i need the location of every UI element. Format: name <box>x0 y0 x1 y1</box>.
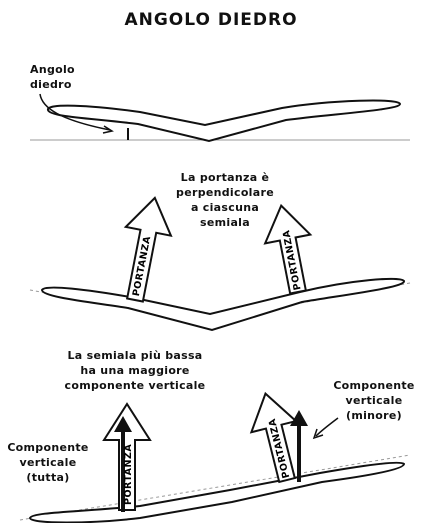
diagram-title: ANGOLO DIEDRO <box>124 10 298 30</box>
dihedral-angle-label: Angolo diedro <box>30 63 75 91</box>
lift-arrow-right: PORTANZA <box>263 203 313 295</box>
minor-component-leader-line <box>315 417 339 437</box>
lower-wing-caption: La semiala più bassa ha una maggiore com… <box>64 349 206 392</box>
vertical-component-arrowhead-minor <box>290 410 308 426</box>
panel1-front-view <box>30 93 410 143</box>
angle-leader-line <box>39 93 111 131</box>
angle-leader-arrowhead <box>102 125 114 134</box>
lift-perpendicular-caption: La portanza è perpendicolare a ciascuna … <box>176 171 274 229</box>
lift-arrow-left: PORTANZA <box>123 196 173 303</box>
vertical-component-arrowhead-full <box>114 416 132 432</box>
minor-vertical-component-label: Componente verticale (minore) <box>333 379 415 422</box>
wing-silhouette-2 <box>40 277 406 332</box>
minor-component-leader-arrowhead <box>312 428 324 440</box>
full-vertical-component-label: Componente verticale (tutta) <box>7 441 89 484</box>
vertical-component-bar-minor <box>297 420 301 482</box>
wing-front-silhouette <box>47 99 402 143</box>
panel2-lift-perpendicular: PORTANZA PORTANZA <box>29 196 411 332</box>
banked-wing-silhouette <box>28 461 406 523</box>
panel3-vertical-component: PORTANZA PORTANZA <box>19 391 411 523</box>
vertical-component-bar-full <box>121 426 125 512</box>
lift-label-lower: PORTANZA <box>123 444 134 505</box>
lift-arrow-lower-semiwing: PORTANZA <box>102 402 152 512</box>
